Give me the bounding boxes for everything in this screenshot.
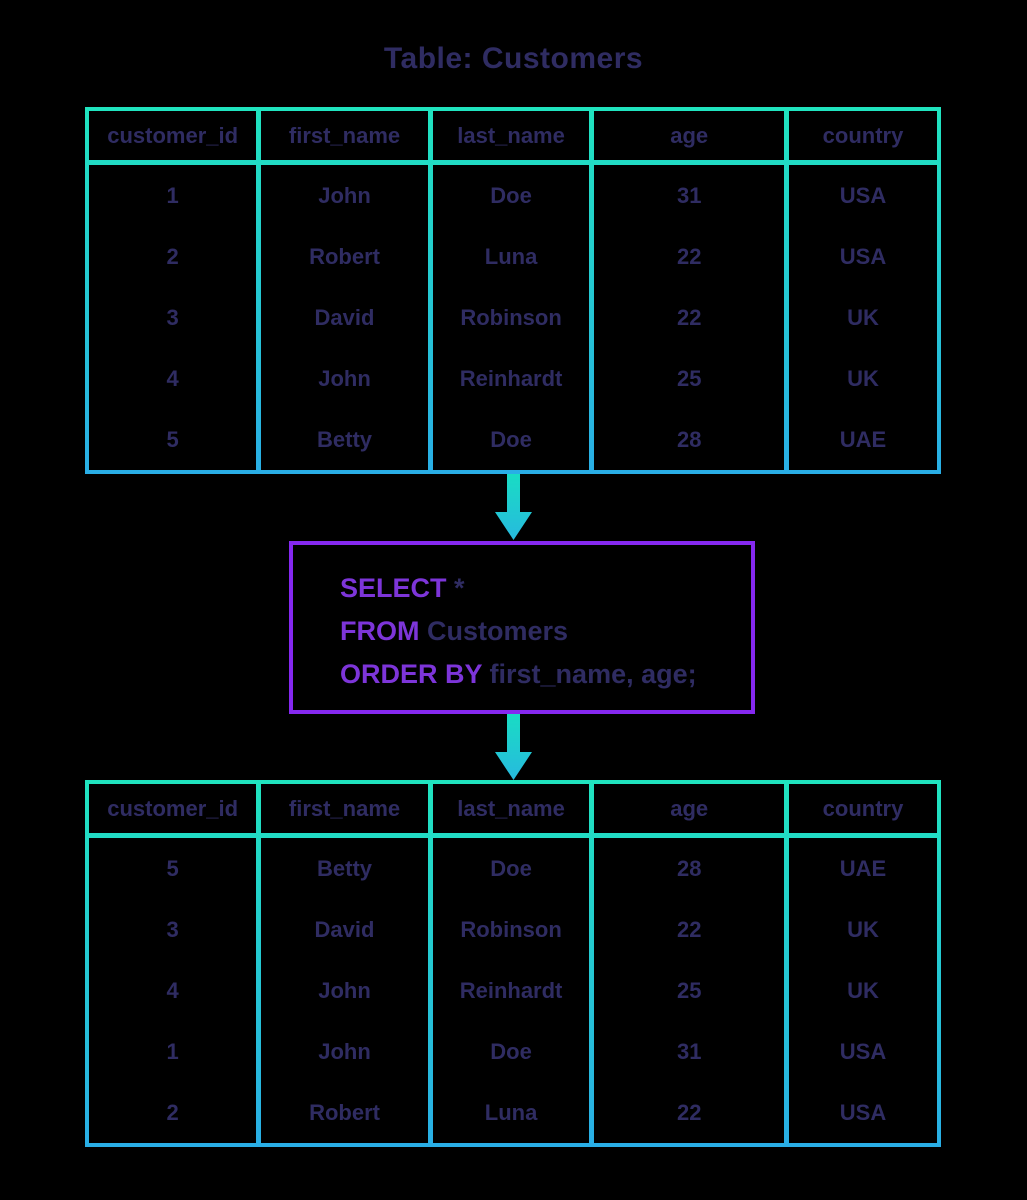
table-cell: 22 — [676, 916, 702, 942]
table-cell: UK — [847, 916, 879, 942]
table-cell: 4 — [166, 365, 179, 391]
column-header-first-name: first_name — [261, 784, 428, 833]
column-header-customer-id: customer_id — [89, 111, 257, 160]
table-column-country: UAE UK UK USA USA — [789, 838, 937, 1143]
table-cell: 3 — [166, 304, 179, 330]
table-cell: Doe — [490, 1038, 532, 1064]
table-column-age: 31 22 22 25 28 — [594, 165, 784, 470]
sql-line: ORDER BY first_name, age; — [340, 653, 751, 696]
table-column-customer-id: 1 2 3 4 5 — [89, 165, 257, 470]
table-cell: USA — [839, 243, 887, 269]
table-cell: Luna — [484, 243, 538, 269]
table-cell: UK — [847, 365, 879, 391]
down-arrow-icon — [495, 714, 532, 780]
table-cell: 28 — [676, 426, 702, 452]
table-cell: 4 — [166, 977, 179, 1003]
table-cell: UK — [847, 977, 879, 1003]
sql-keyword: SELECT — [340, 573, 447, 603]
table-cell: John — [318, 1038, 371, 1064]
table-cell: John — [318, 977, 371, 1003]
sql-keyword: FROM — [340, 616, 420, 646]
table-column-first-name: Betty David John John Robert — [261, 838, 428, 1143]
customers-table-result: customer_id first_name last_name age cou… — [85, 780, 941, 1147]
table-cell: 5 — [166, 855, 179, 881]
table-cell: Robert — [309, 1099, 380, 1125]
table-cell: 25 — [676, 977, 702, 1003]
sql-query-box: SELECT * FROM Customers ORDER BY first_n… — [289, 541, 755, 714]
column-header-age: age — [594, 784, 784, 833]
table-cell: 31 — [676, 1038, 702, 1064]
table-cell: 3 — [166, 916, 179, 942]
table-cell: Reinhardt — [459, 365, 563, 391]
table-cell: 2 — [166, 1099, 179, 1125]
table-cell: Luna — [484, 1099, 538, 1125]
sql-line: SELECT * — [340, 567, 751, 610]
table-cell: John — [318, 365, 371, 391]
column-header-last-name: last_name — [432, 111, 590, 160]
table-cell: John — [318, 182, 371, 208]
table-cell: 2 — [166, 243, 179, 269]
table-cell: USA — [839, 1099, 887, 1125]
table-column-first-name: John Robert David John Betty — [261, 165, 428, 470]
table-cell: UK — [847, 304, 879, 330]
table-cell: 31 — [676, 182, 702, 208]
table-cell: 5 — [166, 426, 179, 452]
table-cell: UAE — [839, 855, 887, 881]
table-column-customer-id: 5 3 4 1 2 — [89, 838, 257, 1143]
table-column-last-name: Doe Robinson Reinhardt Doe Luna — [432, 838, 590, 1143]
customers-table-source: customer_id first_name last_name age cou… — [85, 107, 941, 474]
table-cell: 1 — [166, 182, 179, 208]
table-cell: 25 — [676, 365, 702, 391]
column-header-country: country — [789, 784, 937, 833]
table-cell: Betty — [317, 426, 373, 452]
column-header-age: age — [594, 111, 784, 160]
table-cell: Reinhardt — [459, 977, 563, 1003]
table-cell: 22 — [676, 304, 702, 330]
sql-text: * — [446, 573, 465, 603]
table-cell: Doe — [490, 855, 532, 881]
column-header-first-name: first_name — [261, 111, 428, 160]
table-cell: Doe — [490, 426, 532, 452]
sql-line: FROM Customers — [340, 610, 751, 653]
column-header-customer-id: customer_id — [89, 784, 257, 833]
column-header-last-name: last_name — [432, 784, 590, 833]
down-arrow-icon — [495, 474, 532, 540]
column-header-country: country — [789, 111, 937, 160]
table-cell: 28 — [676, 855, 702, 881]
table-cell: David — [314, 304, 375, 330]
table-cell: Robinson — [460, 304, 562, 330]
table-cell: USA — [839, 1038, 887, 1064]
table-cell: 22 — [676, 243, 702, 269]
table-cell: USA — [839, 182, 887, 208]
page-title: Table: Customers — [383, 42, 644, 75]
table-cell: David — [314, 916, 375, 942]
table-cell: Robert — [309, 243, 380, 269]
table-cell: 1 — [166, 1038, 179, 1064]
table-column-last-name: Doe Luna Robinson Reinhardt Doe — [432, 165, 590, 470]
sql-text: Customers — [419, 616, 569, 646]
table-cell: Doe — [490, 182, 532, 208]
table-cell: Betty — [317, 855, 373, 881]
table-cell: Robinson — [460, 916, 562, 942]
sql-text: first_name, age; — [482, 659, 697, 689]
sql-keyword: ORDER BY — [340, 659, 483, 689]
table-column-country: USA USA UK UK UAE — [789, 165, 937, 470]
table-cell: 22 — [676, 1099, 702, 1125]
table-column-age: 28 22 25 31 22 — [594, 838, 784, 1143]
table-cell: UAE — [839, 426, 887, 452]
